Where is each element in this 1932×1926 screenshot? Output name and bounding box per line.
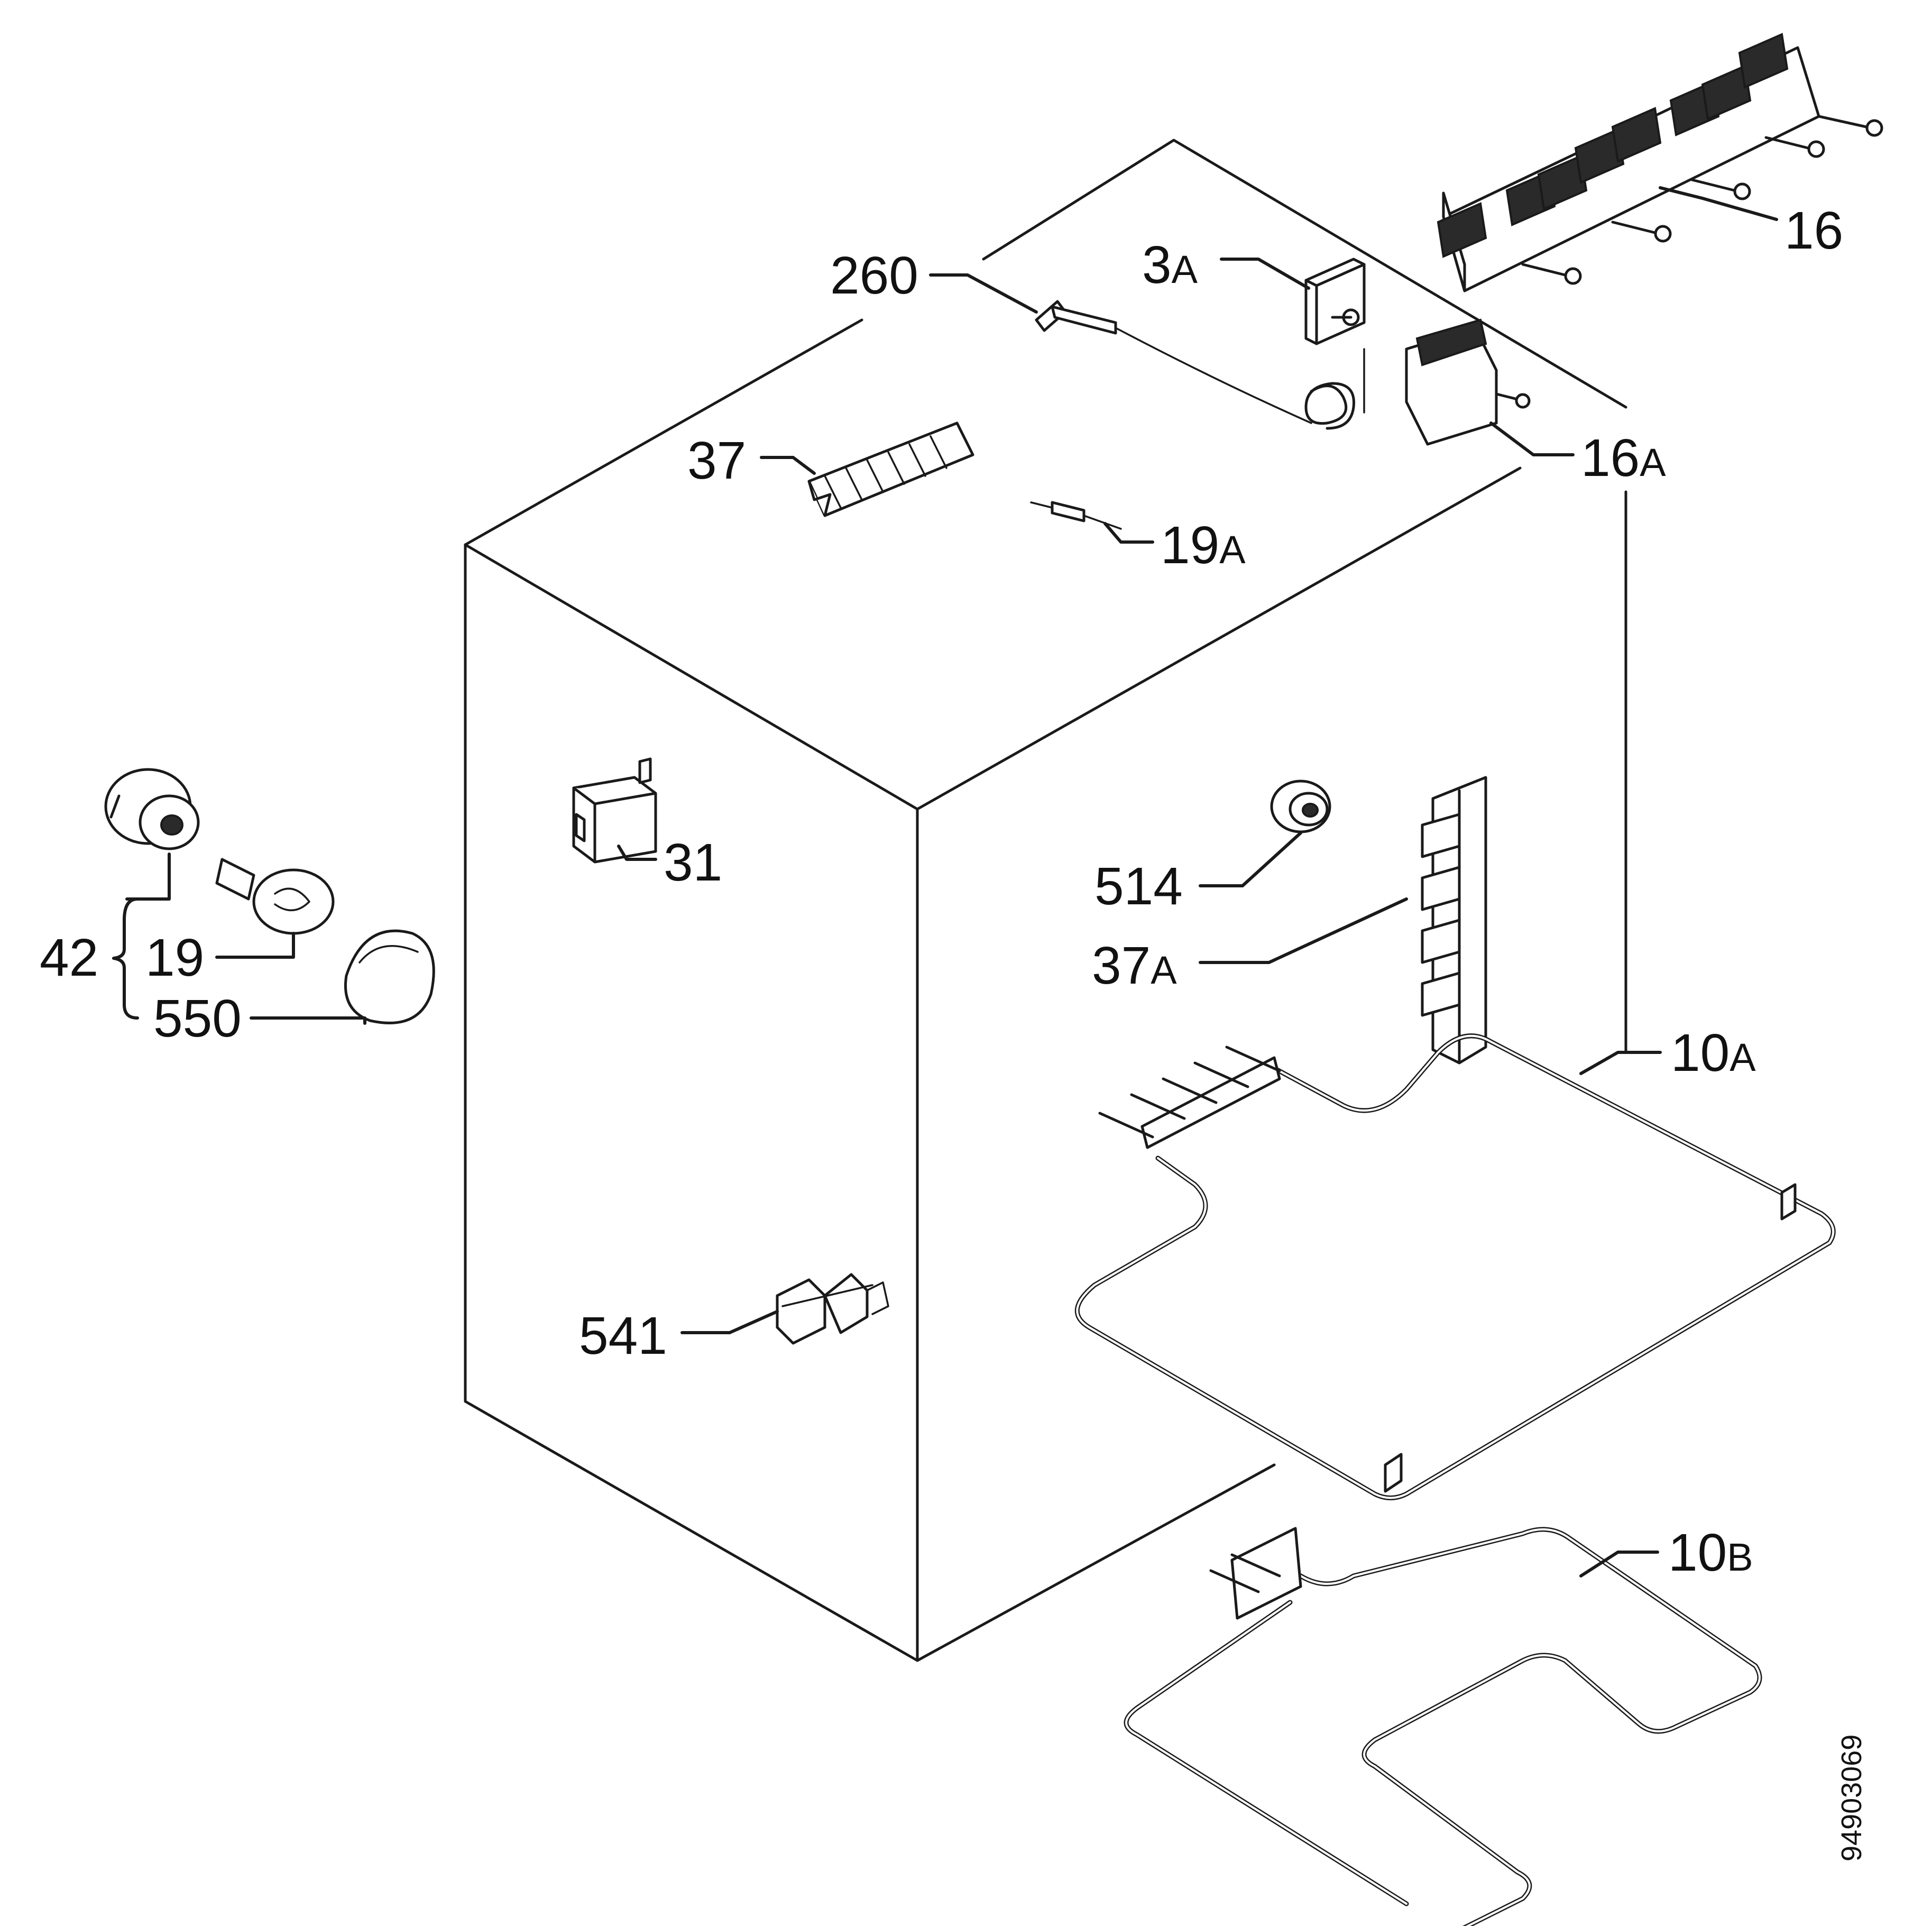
switch-block-16	[1437, 33, 1883, 292]
label-10a: 10A	[1671, 1023, 1756, 1083]
label-37: 37	[687, 431, 746, 490]
label-31: 31	[664, 833, 722, 892]
label-19a: 19A	[1161, 516, 1246, 575]
terminal-strip-37	[807, 421, 974, 517]
wire-clip-541	[776, 1273, 889, 1345]
label-3a: 3A	[1142, 235, 1198, 295]
thermostat-3a	[1304, 258, 1366, 345]
document-number: 94903069	[1836, 1735, 1867, 1861]
sensor-19a	[1030, 501, 1122, 530]
heating-element-10a	[1074, 1033, 1836, 1500]
label-19: 19	[145, 928, 204, 987]
label-16: 16	[1784, 201, 1843, 260]
lamp-bulb-19	[215, 858, 335, 935]
oven-cavity-outline	[464, 139, 1627, 1662]
label-514: 514	[1094, 857, 1183, 916]
thermostat-probe-260	[1035, 300, 1365, 430]
label-550: 550	[153, 989, 242, 1048]
label-260: 260	[830, 246, 918, 305]
lamp-cover-550	[344, 929, 435, 1024]
label-10b: 10B	[1668, 1523, 1753, 1582]
label-16a: 16A	[1581, 428, 1666, 488]
label-541: 541	[579, 1306, 667, 1365]
door-switch-31	[572, 757, 657, 864]
label-42: 42	[40, 928, 98, 987]
leader-lines	[125, 186, 1778, 1578]
group-brace-42	[112, 897, 139, 1020]
terminal-block-37a	[1421, 776, 1487, 1065]
lamp-holder-42	[104, 768, 200, 850]
heating-element-10b	[1124, 1527, 1762, 1926]
label-37a: 37A	[1092, 936, 1177, 995]
grommet-514	[1270, 779, 1331, 833]
selector-switch-16a	[1405, 318, 1531, 446]
